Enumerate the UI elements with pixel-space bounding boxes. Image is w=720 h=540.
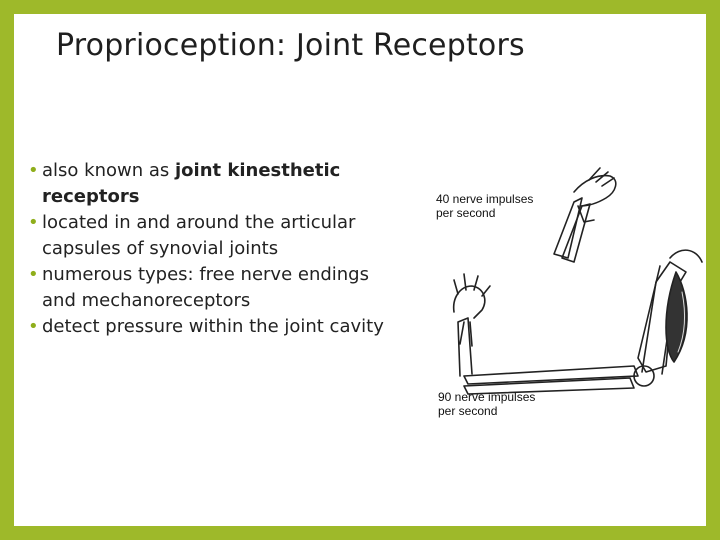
bullet-item: • detect pressure within the joint cavit… <box>28 314 400 340</box>
flexed-arm <box>452 265 688 395</box>
slide-title: Proprioception: Joint Receptors <box>56 28 525 63</box>
bottom-impulse-label: 90 nerve impulses per second <box>438 390 558 418</box>
bullet-list: • also known as joint kinesthetic recept… <box>28 158 400 340</box>
bullet-text: numerous types: free nerve endings and m… <box>42 264 369 311</box>
top-impulse-line1: 40 nerve impulses <box>436 192 534 206</box>
bullet-dot-icon: • <box>28 160 39 181</box>
bottom-impulse-line2: per second <box>438 404 498 418</box>
bullet-dot-icon: • <box>28 316 39 337</box>
bullet-bold-text: joint kinesthetic receptors <box>42 160 341 207</box>
arm-illustration: 40 nerve impulses per second 90 nerve im… <box>424 162 704 432</box>
bullet-dot-icon: • <box>28 264 39 285</box>
bullet-text: detect pressure within the joint cavity <box>42 316 384 337</box>
bullet-text: located in and around the articular caps… <box>42 212 356 259</box>
top-impulse-label: 40 nerve impulses per second <box>436 192 556 220</box>
bullet-dot-icon: • <box>28 212 39 233</box>
bullet-item: • numerous types: free nerve endings and… <box>28 262 400 314</box>
slide: Proprioception: Joint Receptors • also k… <box>14 14 706 526</box>
bullet-item: • also known as joint kinesthetic recept… <box>28 158 400 210</box>
bullet-item: • located in and around the articular ca… <box>28 210 400 262</box>
arm-drawing <box>452 167 703 395</box>
bullet-text: also known as <box>42 160 175 181</box>
top-impulse-line2: per second <box>436 206 496 220</box>
bottom-impulse-line1: 90 nerve impulses <box>438 390 536 404</box>
